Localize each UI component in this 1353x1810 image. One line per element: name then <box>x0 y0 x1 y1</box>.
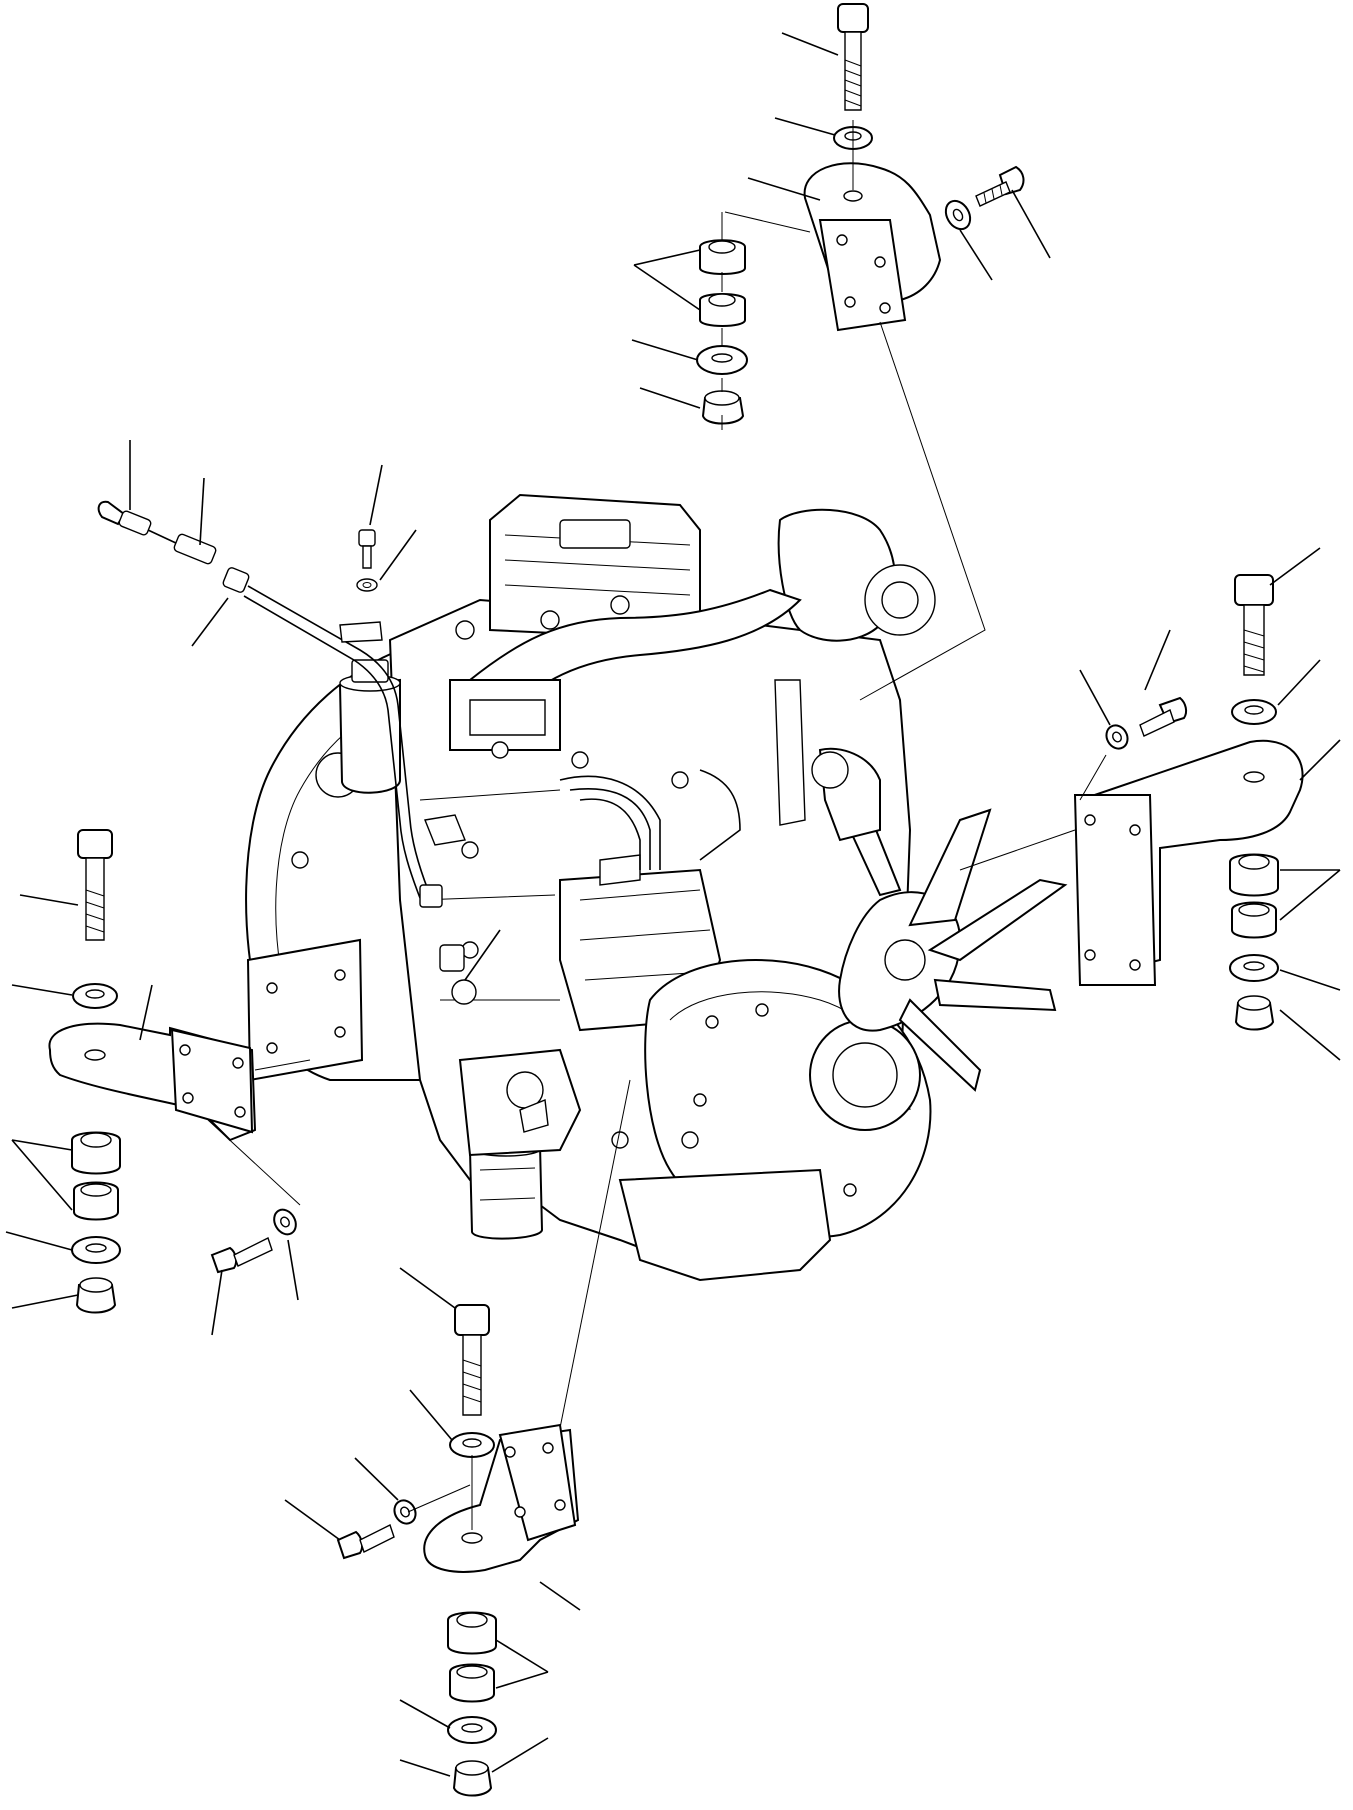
bottom-mount-assembly <box>338 1080 630 1796</box>
callout-leader-lines <box>6 33 1340 1776</box>
left-mount-assembly <box>49 830 310 1313</box>
engine-assembly <box>246 495 1065 1280</box>
dipstick-assembly <box>99 502 476 1004</box>
top-mount-assembly <box>697 4 1023 700</box>
right-mount-assembly <box>960 575 1303 1030</box>
